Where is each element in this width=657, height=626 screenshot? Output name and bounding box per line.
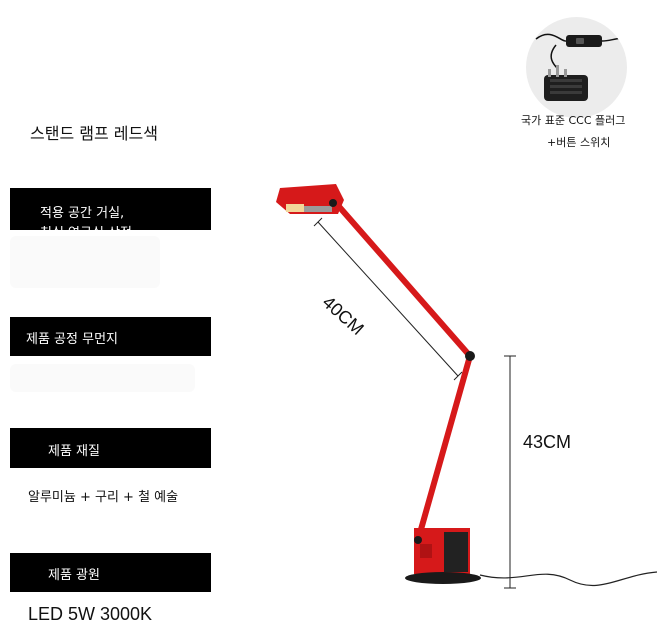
plug-adapter-icon <box>544 65 588 101</box>
height-label: 43CM <box>523 432 572 452</box>
spec-ghost-block-2 <box>10 364 195 392</box>
spec-value-light-source: LED 5W 3000K <box>28 604 153 624</box>
spec-label-space-cut-text: 침실 연구실 상점 <box>40 222 132 230</box>
spec-label-space: 적용 공간 거실, 침실 연구실 상점 <box>10 188 211 230</box>
spec-label-material: 제품 재질 <box>10 428 211 468</box>
spec-value-material: 알루미늄 + 구리 + 철 예술 <box>28 490 179 505</box>
spec-ghost-block-1 <box>10 236 160 288</box>
plug-caption-line2: +버튼 스위치 <box>547 136 611 149</box>
spec-label-process-text: 제품 공정 무먼지 <box>26 332 118 347</box>
plug-inset <box>526 17 627 118</box>
spec-label-light-source: 제품 광원 <box>10 553 211 592</box>
product-title: 스탠드 램프 레드색 <box>30 124 158 143</box>
spec-label-space-text: 적용 공간 거실, <box>40 206 125 221</box>
spec-label-process: 제품 공정 무먼지 <box>10 317 211 356</box>
spec-label-material-text: 제품 재질 <box>48 444 100 459</box>
spec-label-light-source-text: 제품 광원 <box>48 568 100 583</box>
plug-caption-line1: 국가 표준 CCC 플러그 <box>521 114 626 127</box>
